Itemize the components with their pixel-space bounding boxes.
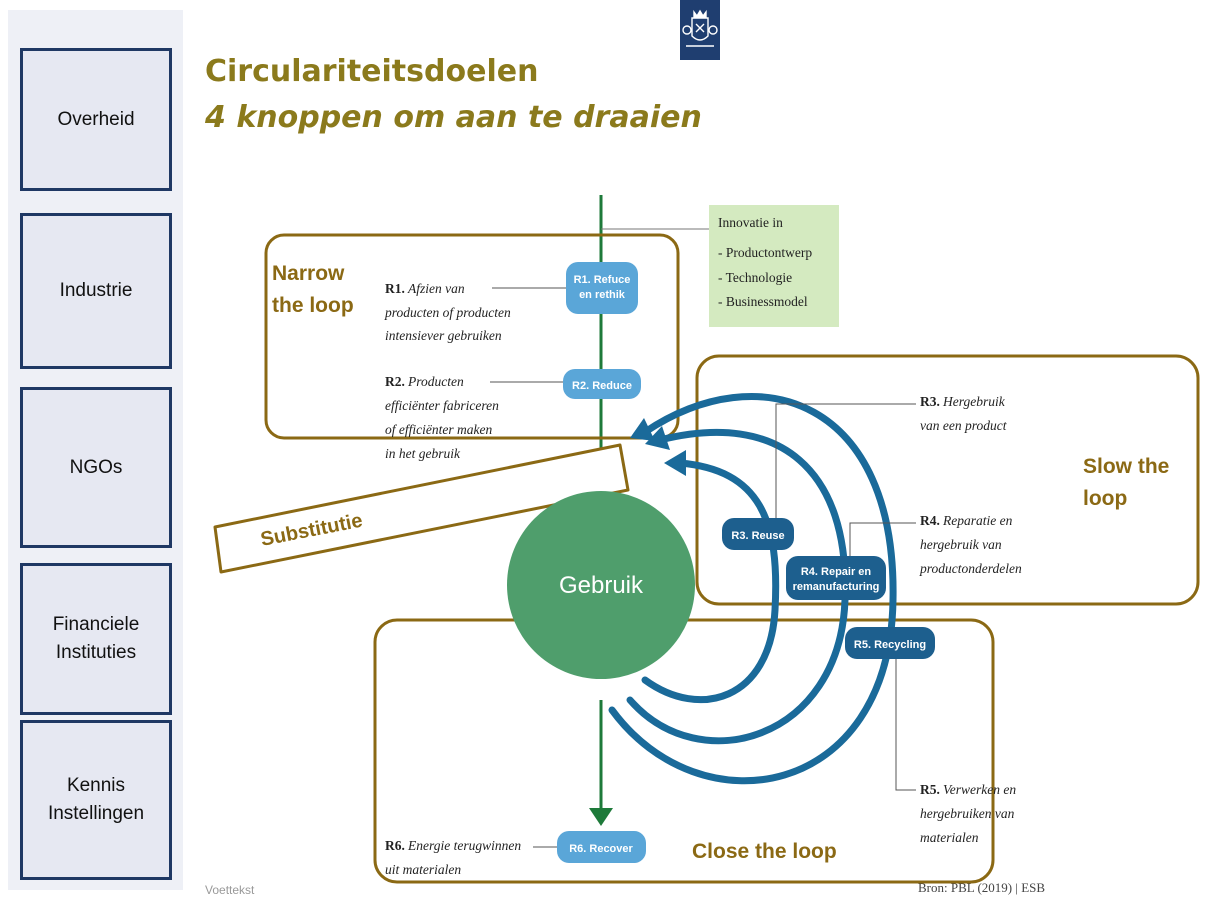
slow-loop-label-line2: loop [1083,487,1127,510]
usage-circle [507,491,695,679]
sidebar-item-industrie[interactable]: Industrie [20,213,172,369]
svg-text:R2. Reduce: R2. Reduce [572,380,632,392]
svg-text:productonderdelen: productonderdelen [919,561,1022,576]
innovation-item: - Productontwerp [718,245,812,260]
svg-text:R3.: R3. [920,394,940,409]
note-r6: R6. Energie terugwinnen uit materialen [385,838,521,877]
usage-label: Gebruik [559,572,644,599]
substitution-box: Substitutie [213,443,630,574]
pill-r6: R6. Recover [557,831,646,863]
flow-arrowhead-bottom [589,808,613,826]
note-r2: R2. Producten efficiënter fabriceren of … [385,374,499,461]
repair-loop-arrow [626,428,849,745]
svg-text:materialen: materialen [920,830,979,845]
svg-text:R2.: R2. [385,374,405,389]
svg-text:van een product: van een product [920,418,1008,433]
sidebar: Overheid Industrie NGOs Financiele Insti… [8,10,183,890]
pill-r2: R2. Reduce [563,369,641,399]
svg-text:en rethik: en rethik [579,289,626,301]
innovation-item: - Businessmodel [718,294,808,309]
slide-title: Circulariteitsdoelen [205,54,539,89]
narrow-loop-label-line1: Narrow [272,262,345,285]
reuse-loop-arrow [641,459,780,704]
narrow-loop-box [264,233,680,440]
sidebar-item-ngos[interactable]: NGOs [20,387,172,548]
sidebar-item-kennis-instellingen[interactable]: Kennis Instellingen [20,720,172,880]
pill-r3: R3. Reuse [722,518,794,550]
slide-subtitle: 4 knoppen om aan te draaien [205,100,702,135]
pill-r5: R5. Recycling [845,627,935,659]
note-connectors [490,287,916,848]
svg-text:Reparatie en: Reparatie en [942,513,1013,528]
innovation-heading: Innovatie in [718,215,783,230]
slow-loop-box [695,354,1200,606]
svg-text:uit materialen: uit materialen [385,862,461,877]
innovation-box [709,205,839,327]
pill-r1: R1. Refuce en rethik [566,262,638,314]
svg-text:Afzien van: Afzien van [407,281,465,296]
svg-text:R5.: R5. [920,782,940,797]
svg-text:remanufacturing: remanufacturing [793,581,880,593]
svg-text:producten of producten: producten of producten [384,305,511,320]
svg-text:hergebruiken van: hergebruiken van [920,806,1015,821]
note-r1: R1. Afzien van producten of producten in… [384,281,511,343]
slow-loop-label-line1: Slow the [1083,455,1169,478]
svg-text:Producten: Producten [407,374,464,389]
svg-text:Energie terugwinnen: Energie terugwinnen [407,838,521,853]
innovation-item: - Technologie [718,270,792,285]
svg-text:Verwerken en: Verwerken en [943,782,1016,797]
svg-text:Hergebruik: Hergebruik [942,394,1006,409]
pill-r4: R4. Repair en remanufacturing [786,556,886,600]
svg-text:efficiënter fabriceren: efficiënter fabriceren [385,398,499,413]
narrow-loop-label-line2: the loop [272,294,354,317]
sidebar-item-financiele-instituties[interactable]: Financiele Instituties [20,563,172,715]
svg-text:R6.: R6. [385,838,405,853]
svg-text:R3. Reuse: R3. Reuse [731,530,784,542]
svg-text:of efficiënter maken: of efficiënter maken [385,422,492,437]
recycling-loop-arrow [608,393,897,785]
svg-text:intensiever gebruiken: intensiever gebruiken [385,328,502,343]
note-r4: R4. Reparatie en hergebruik van producto… [919,513,1022,576]
sidebar-item-overheid[interactable]: Overheid [20,48,172,191]
close-loop-label: Close the loop [692,840,837,863]
svg-text:R6. Recover: R6. Recover [569,843,633,855]
loop-arrowheads [630,418,686,476]
svg-text:in het gebruik: in het gebruik [385,446,461,461]
svg-text:R5. Recycling: R5. Recycling [854,639,926,651]
footer-text: Voettekst [205,883,255,897]
government-crest-logo [680,0,720,60]
svg-text:hergebruik van: hergebruik van [920,537,1002,552]
svg-text:R4. Repair en: R4. Repair en [801,566,872,578]
loop-arrows [608,393,897,785]
note-r5: R5. Verwerken en hergebruiken van materi… [920,782,1016,845]
svg-text:R1. Refuce: R1. Refuce [574,274,631,286]
note-r3: R3. Hergebruik van een product [920,394,1008,433]
svg-text:R1.: R1. [385,281,405,296]
source-credit: Bron: PBL (2019) | ESB [918,880,1046,895]
svg-text:R4.: R4. [920,513,940,528]
